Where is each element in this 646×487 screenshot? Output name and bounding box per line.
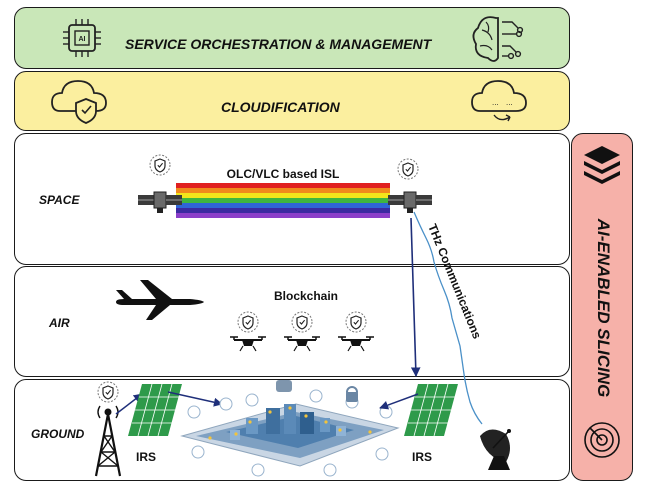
ground-label: GROUND <box>31 427 85 441</box>
irs-to-city-arrow-right <box>379 393 419 410</box>
cloud-shield-icon <box>51 80 107 124</box>
airplane-icon <box>116 280 204 320</box>
ai-slicing-panel: AI-ENABLED SLICING <box>571 133 633 481</box>
thz-wave-link <box>413 211 483 425</box>
layers-stack-icon <box>584 146 620 184</box>
svg-text:...: ... <box>492 98 499 107</box>
svg-text:...: ... <box>506 98 513 107</box>
svg-text:AI: AI <box>79 36 86 43</box>
isl-rainbow-beam <box>176 183 390 218</box>
shield-icon <box>291 311 313 333</box>
blockchain-label: Blockchain <box>274 289 338 303</box>
tower-to-irs-arrow <box>115 393 143 415</box>
isl-label: OLC/VLC based ISL <box>227 167 340 181</box>
shield-icon <box>97 381 119 403</box>
radar-icon <box>584 422 620 458</box>
service-orchestration-label: SERVICE ORCHESTRATION & MANAGEMENT <box>125 36 432 52</box>
cloud-sync-icon: ... ... <box>471 80 527 122</box>
air-label: AIR <box>49 316 70 330</box>
shield-icon <box>237 311 259 333</box>
satellite-left <box>137 191 183 214</box>
ai-chip-icon: AI <box>63 19 101 57</box>
drone-icon <box>283 336 321 352</box>
service-orchestration-layer: SERVICE ORCHESTRATION & MANAGEMENT <box>14 7 570 69</box>
satellite-dish-icon <box>480 429 511 470</box>
irs-to-city-arrow-left <box>167 391 223 407</box>
shield-icon <box>149 154 171 176</box>
irs-panel-right <box>403 383 459 437</box>
brain-circuit-icon <box>472 16 524 62</box>
shield-icon <box>397 158 419 180</box>
space-label: SPACE <box>39 193 80 207</box>
irs-right-label: IRS <box>412 450 432 464</box>
cell-tower-icon <box>94 405 122 477</box>
irs-left-label: IRS <box>136 450 156 464</box>
irs-panel-left <box>127 383 183 437</box>
satellite-right <box>387 191 433 214</box>
drone-icon <box>337 336 375 352</box>
smart-city-illustration <box>180 380 400 477</box>
drone-icon <box>229 336 267 352</box>
shield-icon <box>345 311 367 333</box>
cloudification-label: CLOUDIFICATION <box>221 99 340 115</box>
thz-label: THz Communications <box>425 222 484 341</box>
space-to-ground-arrow <box>410 217 421 377</box>
